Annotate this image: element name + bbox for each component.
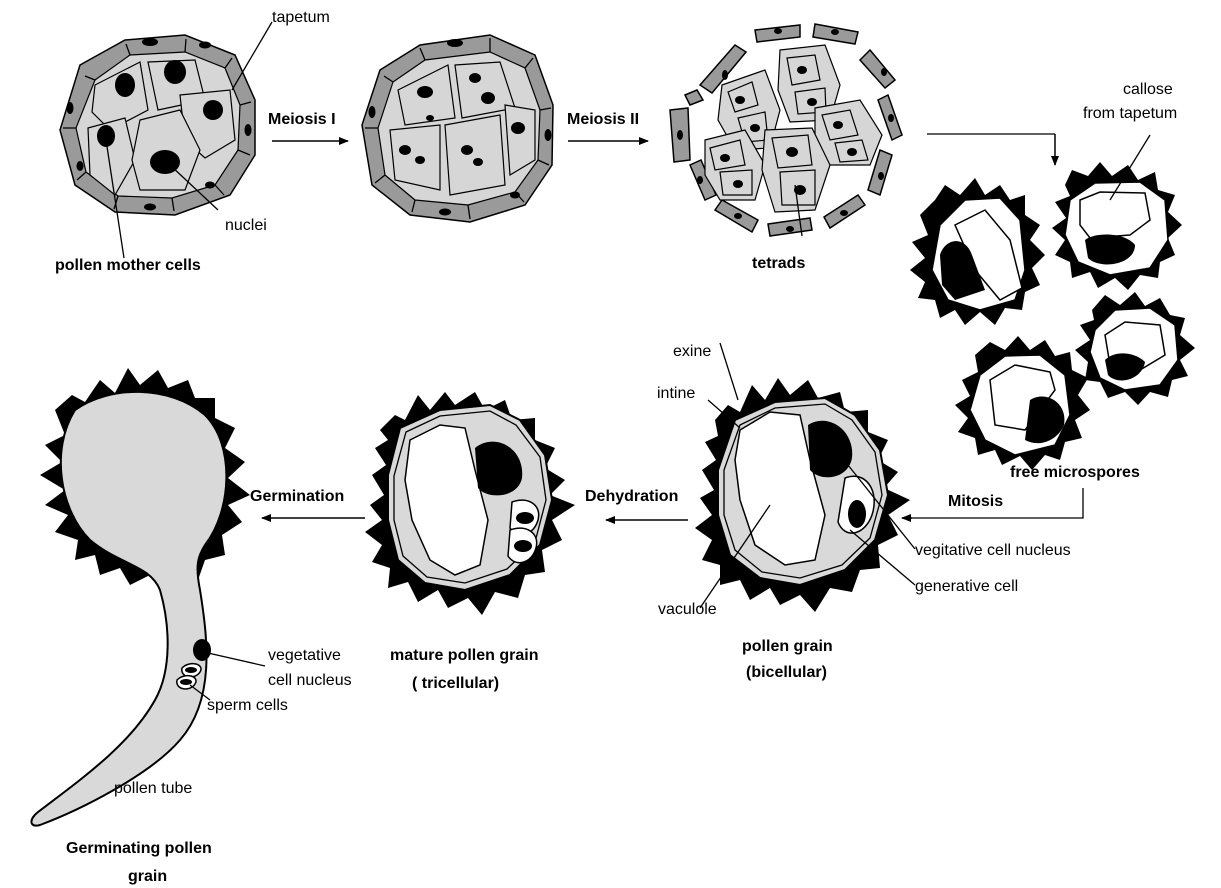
tetrads-label: tetrads	[752, 255, 805, 272]
meiosis-1-label: Meiosis I	[268, 111, 336, 128]
microspore-3	[955, 336, 1090, 470]
vegitative-cell-nucleus-label: vegitative cell nucleus	[915, 542, 1071, 559]
pollen-grain-label-line2: (bicellular)	[746, 664, 827, 681]
microspore-2	[1052, 162, 1182, 290]
meiosis-2-label: Meiosis II	[567, 111, 639, 128]
exine-label: exine	[673, 343, 711, 360]
dehydration-label: Dehydration	[585, 488, 678, 505]
free-microspores-stage	[910, 135, 1195, 470]
intine-label: intine	[657, 385, 695, 402]
free-microspores-label: free microspores	[1010, 464, 1140, 481]
mature-pollen-grain	[365, 392, 575, 615]
tetrads-stage	[670, 24, 902, 236]
vaculole-label: vaculole	[658, 601, 717, 618]
pollen-mother-cells-label: pollen mother cells	[55, 257, 201, 274]
vegetative-label-line1: vegetative	[268, 647, 341, 664]
tapetum-label: tapetum	[272, 9, 330, 26]
pollen-grain-label-line1: pollen grain	[742, 638, 833, 655]
bicellular-pollen-grain	[695, 343, 915, 612]
germinating-pollen-grain-label-line2: grain	[128, 868, 167, 885]
mature-pollen-grain-label-line2: ( tricellular)	[412, 675, 499, 692]
nuclei-label: nuclei	[225, 217, 267, 234]
vegetative-label-line2: cell nucleus	[268, 672, 352, 689]
germinating-pollen-grain-label-line1: Germinating pollen	[66, 840, 212, 857]
callose-label-line1: callose	[1123, 81, 1173, 98]
germinating-pollen-grain	[31, 368, 265, 826]
microspore-1	[910, 178, 1045, 325]
sperm-cells-label: sperm cells	[207, 697, 288, 714]
meiosis-1-cell-stage	[362, 35, 553, 222]
callose-label-line2: from tapetum	[1083, 105, 1177, 122]
microspore-4	[1075, 292, 1195, 405]
mature-pollen-grain-label-line1: mature pollen grain	[390, 647, 538, 664]
generative-cell-label: generative cell	[915, 578, 1018, 595]
pollen-tube-label: pollen tube	[114, 780, 192, 797]
germination-label: Germination	[250, 488, 344, 505]
mitosis-label: Mitosis	[948, 493, 1003, 510]
